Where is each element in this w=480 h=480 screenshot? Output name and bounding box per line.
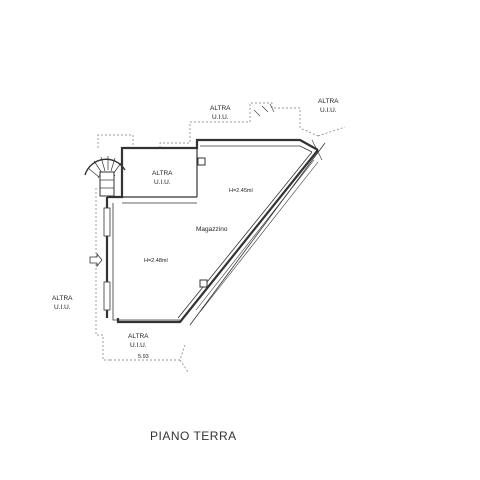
height-label-lower: H=2.48ml bbox=[144, 258, 168, 264]
neighbor-label-bottom-1: ALTRA bbox=[128, 333, 149, 340]
neighbor-label-west-2: U.I.U. bbox=[54, 304, 71, 311]
pillar-bottom bbox=[199, 279, 208, 288]
neighbor-label-inner-2: U.I.U. bbox=[154, 179, 171, 186]
spiral-staircase bbox=[84, 156, 126, 197]
neighbor-boundaries bbox=[95, 102, 346, 373]
bottom-dimension-label: 5.93 bbox=[138, 354, 149, 360]
pillars bbox=[197, 157, 208, 288]
entrance-arrow-icon bbox=[89, 252, 103, 268]
neighbor-label-top-right-1: ALTRA bbox=[318, 98, 339, 105]
room-name-label: Magazzino bbox=[196, 226, 228, 233]
pillar-top bbox=[197, 157, 206, 166]
height-label-upper: H=2.45ml bbox=[229, 188, 253, 194]
neighbor-label-inner-1: ALTRA bbox=[152, 170, 173, 177]
diagonal-window bbox=[195, 159, 319, 313]
neighbor-label-west-1: ALTRA bbox=[52, 295, 73, 302]
neighbor-label-top-right-2: U.I.U. bbox=[320, 107, 337, 114]
inner-wall-lines bbox=[112, 142, 326, 326]
west-openings bbox=[103, 207, 111, 311]
neighbor-label-top-left-2: U.I.U. bbox=[212, 114, 229, 121]
corner-marks bbox=[253, 103, 323, 161]
plan-title: PIANO TERRA bbox=[150, 429, 237, 443]
neighbor-label-bottom-2: U.I.U. bbox=[130, 342, 147, 349]
neighbor-label-top-left-1: ALTRA bbox=[210, 105, 231, 112]
